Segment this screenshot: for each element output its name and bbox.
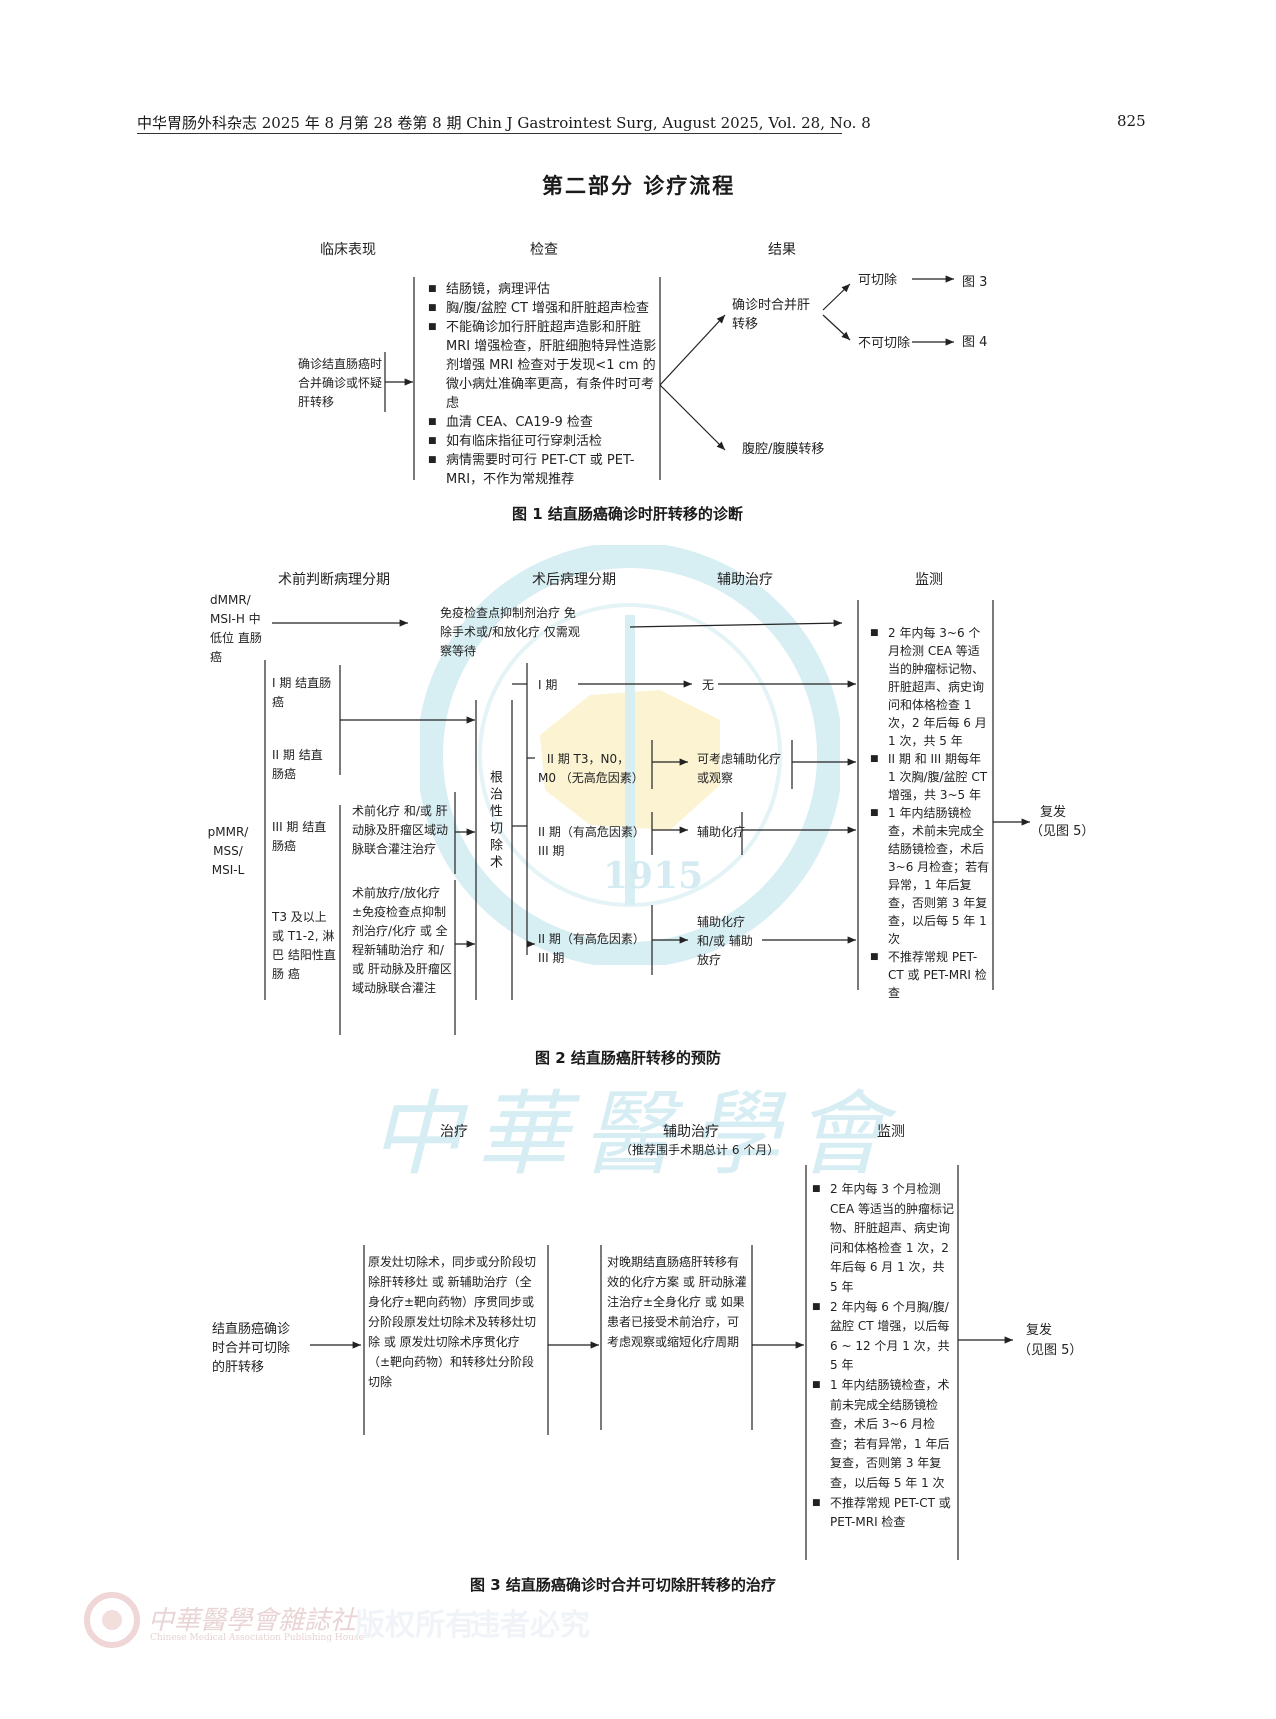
fig3-col-adjuvant-sub: （推荐围手术期总计 6 个月）: [620, 1143, 780, 1157]
fig1-exam-item: 如有临床指征可行穿刺活检: [428, 432, 660, 451]
fig2-col-postop: 术后病理分期: [532, 572, 616, 588]
fig1-unresectable: 不可切除: [858, 336, 911, 351]
fig3-col-treatment: 治疗: [440, 1124, 468, 1140]
fig1-col-result: 结果: [768, 242, 796, 258]
fig3-adjuvant-box: 对晚期结直肠癌肝转移有效的化疗方案 或 肝动脉灌注治疗±全身化疗 或 如果患者已…: [607, 1255, 747, 1349]
fig1-resectable: 可切除: [858, 273, 898, 288]
fig3-col-adjuvant: 辅助治疗: [663, 1124, 719, 1140]
fig3-monitor-item: 2 年内每 6 个月胸/腹/盆腔 CT 增强，以后每 6 ~ 12 个月 1 次…: [812, 1298, 955, 1376]
fig2-monitor-item: 不推荐常规 PET-CT 或 PET-MRI 检查: [870, 948, 990, 1002]
fig1-result-liver: 确诊时合并肝转移: [732, 298, 811, 332]
fig1-exam-item: 病情需要时可行 PET-CT 或 PET-MRI，不作为常规推荐: [428, 451, 660, 489]
fig3-monitor-item: 2 年内每 3 个月检测 CEA 等适当的肿瘤标记物、肝脏超声、病史询问和体格检…: [812, 1180, 955, 1298]
fig2-post-stage2: II 期 T3，N0，M0 （无高危因素）: [538, 752, 644, 785]
fig1-exam-list: 结肠镜，病理评估 胸/腹/盆腔 CT 增强和肝脏超声检查 不能确诊加行肝脏超声造…: [428, 280, 660, 489]
publisher-logo-icon: [84, 1592, 140, 1648]
watermark-rights-2: 违者必究: [470, 1608, 590, 1643]
fig1-exam-item: 胸/腹/盆腔 CT 增强和肝脏超声检查: [428, 299, 660, 318]
fig3-relapse: 复发: [1026, 1323, 1053, 1338]
fig2-col-monitor: 监测: [915, 572, 943, 588]
fig1-col-exam: 检查: [530, 242, 558, 258]
running-header: 中华胃肠外科杂志 2025 年 8 月第 28 卷第 8 期 Chin J Ga…: [137, 114, 871, 132]
fig3-relapse-ref: （见图 5）: [1018, 1343, 1083, 1358]
fig2-post-stage1: I 期: [538, 678, 558, 692]
fig3-monitor-item: 1 年内结肠镜检查，术前未完成全结肠镜检查，术后 3~6 月检查；若有异常，1 …: [812, 1376, 955, 1494]
publisher-logo-text: 中華醫學會雜誌社: [148, 1606, 357, 1636]
fig2-monitor-list: 2 年内每 3~6 个月检测 CEA 等适当的肿瘤标记物、肝脏超声、病史询问和体…: [870, 624, 990, 1002]
watermark-seal-year: 1915: [603, 855, 704, 897]
fig1-col-clinical: 临床表现: [320, 242, 376, 258]
fig2-surgery: 根治性切除术: [483, 770, 505, 872]
fig2-post-stage4-result: 辅助化疗 和/或 辅助放疗: [697, 915, 753, 967]
fig2-monitor-item: 2 年内每 3~6 个月检测 CEA 等适当的肿瘤标记物、肝脏超声、病史询问和体…: [870, 624, 990, 750]
fig2-neoadjuvant-1: 术前化疗 和/或 肝动脉及肝瘤区域动脉联合灌注治疗: [352, 804, 449, 856]
fig3-monitor-list: 2 年内每 3 个月检测 CEA 等适当的肿瘤标记物、肝脏超声、病史询问和体格检…: [812, 1180, 955, 1533]
fig3-treatment-box: 原发灶切除术，同步或分阶段切除肝转移灶 或 新辅助治疗（全身化疗±靶向药物）序贯…: [368, 1255, 537, 1389]
fig1-caption: 图 1 结直肠癌确诊时肝转移的诊断: [512, 505, 743, 523]
watermark-big-text: 中華醫學會: [370, 1081, 901, 1188]
watermark-rights-1: 版权所有: [355, 1608, 475, 1643]
fig1-peritoneal: 腹腔/腹膜转移: [742, 442, 825, 457]
fig2-post-stage2-result: 可考虑辅助化疗 或观察: [697, 752, 782, 785]
fig2-monitor-item: 1 年内结肠镜检查，术前未完成全结肠镜检查，术后 3~6 月检查；若有异常，1 …: [870, 804, 990, 948]
fig2-post-stage3: II 期（有高危因素） III 期: [538, 825, 645, 858]
publisher-logo-subtext: Chinese Medical Association Publishing H…: [150, 1633, 364, 1643]
fig2-relapse: 复发: [1040, 805, 1067, 820]
fig3-presentation: 结直肠癌确诊时合并可切除的肝转移: [212, 1322, 291, 1375]
fig1-exam-item: 不能确诊加行肝脏超声造影和肝脏 MRI 增强检查，肝脏细胞特异性造影剂增强 MR…: [428, 318, 660, 413]
fig2-dmmr-treatment: 免疫检查点抑制剂治疗 免除手术或/和放化疗 仅需观察等待: [440, 606, 580, 658]
fig2-caption: 图 2 结直肠癌肝转移的预防: [535, 1049, 721, 1067]
header-rule: [137, 133, 842, 134]
fig2-post-stage1-result: 无: [702, 678, 715, 692]
fig2-post-stage4: II 期（有高危因素） III 期: [538, 932, 645, 965]
fig2-stage2: II 期 结直肠癌: [272, 748, 323, 781]
fig2-neoadjuvant-2: 术前放疗/放化疗 ±免疫检查点抑制剂治疗/化疗 或 全程新辅助治疗 和/或 肝动…: [352, 886, 452, 995]
fig3-caption: 图 3 结直肠癌确诊时合并可切除肝转移的治疗: [470, 1576, 776, 1594]
fig1-exam-item: 血清 CEA、CA19-9 检查: [428, 413, 660, 432]
fig2-dmmr-label: dMMR/ MSI-H 中低位 直肠癌: [210, 593, 262, 664]
fig1-ref-fig3: 图 3: [962, 275, 988, 290]
fig2-stage1: I 期 结直肠癌: [272, 676, 332, 709]
watermark-seal: [417, 542, 843, 968]
fig2-surgery-text: 根治性切除术: [487, 770, 502, 872]
fig1-ref-fig4: 图 4: [962, 335, 988, 350]
fig3-col-monitor: 监测: [877, 1124, 905, 1140]
fig2-post-stage3-result: 辅助化疗: [697, 825, 746, 839]
fig2-t3-label: T3 及以上 或 T1-2, 淋巴 结阳性直肠 癌: [272, 910, 336, 981]
fig2-monitor-item: II 期 和 III 期每年 1 次胸/腹/盆腔 CT 增强，共 3~5 年: [870, 750, 990, 804]
fig2-col-preop: 术前判断病理分期: [278, 572, 390, 588]
fig2-col-adjuvant: 辅助治疗: [717, 572, 773, 588]
fig1-exam-item: 结肠镜，病理评估: [428, 280, 660, 299]
page-number: 825: [1117, 112, 1146, 130]
fig2-pmmr-label: pMMR/ MSS/ MSI-L: [207, 825, 249, 877]
section-title: 第二部分 诊疗流程: [542, 174, 736, 198]
fig3-monitor-item: 不推荐常规 PET-CT 或 PET-MRI 检查: [812, 1494, 955, 1533]
fig2-relapse-ref: （见图 5）: [1030, 824, 1095, 839]
fig1-presentation: 确诊结直肠癌时合并确诊或怀疑肝转移: [298, 357, 383, 409]
fig2-stage3: III 期 结直肠癌: [272, 820, 327, 853]
